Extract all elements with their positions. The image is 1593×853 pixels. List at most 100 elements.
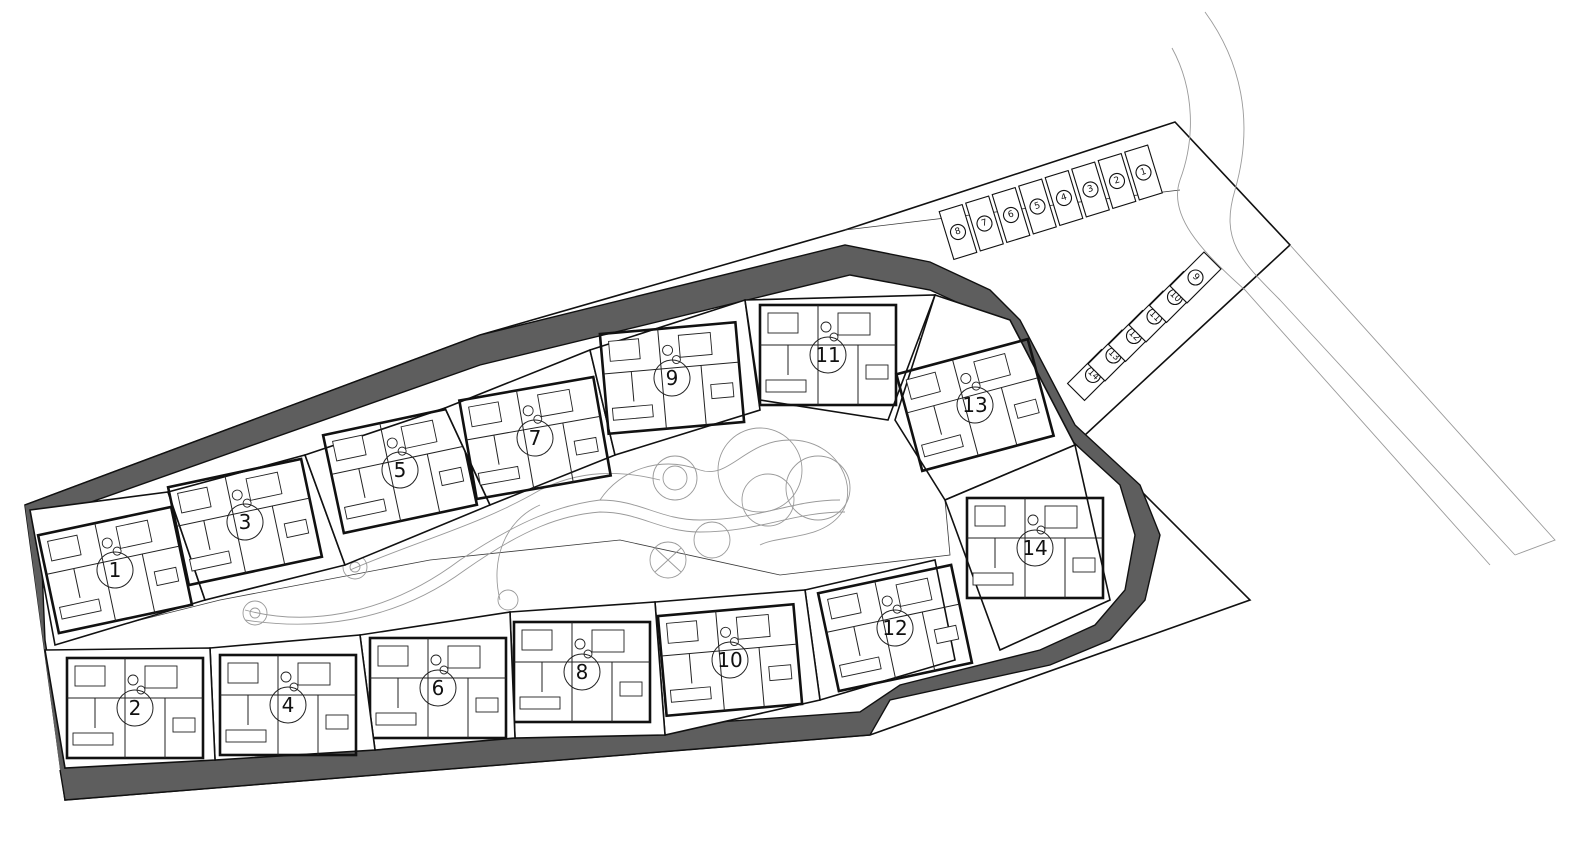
- unit-plot: 4: [209, 634, 376, 761]
- parking-number-circle: [976, 215, 993, 232]
- parking-space: 2: [1097, 152, 1137, 210]
- bed-icon: [827, 592, 862, 620]
- bed-icon: [447, 645, 481, 669]
- bed-icon: [115, 519, 153, 549]
- house-floorplan: [36, 505, 194, 635]
- unit-plot: 6: [359, 611, 516, 751]
- unit-number: 9: [666, 366, 679, 390]
- bed-icon: [1044, 505, 1078, 529]
- bed-icon: [468, 401, 503, 428]
- house-floorplan: [894, 337, 1056, 473]
- toilet-icon: [101, 537, 113, 549]
- bed-icon: [591, 629, 625, 653]
- sofa-icon: [225, 729, 267, 743]
- bed-icon: [47, 534, 82, 562]
- unit-number: 6: [432, 676, 445, 700]
- access-road: [1171, 11, 1556, 566]
- table-icon: [865, 364, 889, 380]
- parking-number-circle: [949, 223, 967, 241]
- unit-plot: 9: [589, 298, 761, 457]
- unit-marker-circle: [226, 503, 264, 541]
- parking-space: 9: [1169, 251, 1222, 304]
- table-icon: [933, 624, 960, 645]
- unit-marker-circle: [116, 689, 154, 727]
- sofa-icon: [972, 572, 1014, 586]
- parking-number-circle: [1108, 172, 1126, 190]
- bed-icon: [666, 620, 699, 644]
- unit-plot: 10: [654, 589, 821, 736]
- parking-number: 3: [1086, 184, 1094, 195]
- parking-space: 8: [938, 203, 978, 261]
- bed-icon: [227, 662, 259, 684]
- bed-icon: [974, 505, 1006, 527]
- sofa-icon: [375, 712, 417, 726]
- parking-number-circle: [1029, 198, 1046, 215]
- unit-number: 10: [717, 648, 742, 672]
- sofa-icon: [59, 598, 102, 620]
- table-icon: [153, 566, 180, 587]
- bed-icon: [377, 645, 409, 667]
- table-icon: [768, 664, 793, 682]
- unit-marker-circle: [876, 609, 914, 647]
- parking-number: 1: [1139, 167, 1147, 178]
- house-floorplan: [457, 375, 613, 501]
- parking-number: 6: [1007, 209, 1016, 220]
- table-icon: [1072, 557, 1096, 573]
- bed-icon: [537, 388, 574, 418]
- house-floorplan: [218, 653, 358, 757]
- sofa-icon: [921, 434, 964, 458]
- table-icon: [438, 466, 465, 487]
- unit-plot: 14: [943, 443, 1111, 652]
- parking-number-circle: [1187, 269, 1204, 286]
- parking-number: 9: [1190, 272, 1201, 283]
- sofa-icon: [765, 379, 807, 393]
- parking-number: 2: [1113, 175, 1121, 186]
- house-floorplan: [166, 457, 324, 587]
- unit-number: 2: [129, 696, 142, 720]
- parking-number-circle: [1002, 206, 1020, 224]
- bed-icon: [905, 371, 941, 400]
- unit-plot: 8: [509, 601, 666, 739]
- unit-plot: 3: [166, 454, 347, 601]
- table-icon: [325, 714, 349, 730]
- sofa-icon: [477, 465, 521, 486]
- house-floorplan: [965, 496, 1105, 600]
- parking-space: 3: [1071, 161, 1110, 218]
- parking-space: 6: [991, 186, 1031, 244]
- sink-icon: [729, 637, 739, 646]
- table-icon: [573, 436, 599, 456]
- bed-icon: [895, 577, 933, 607]
- bed-icon: [767, 312, 799, 334]
- unit-plot: 11: [744, 294, 937, 421]
- unit-marker-circle: [653, 359, 691, 397]
- house-floorplan: [512, 620, 652, 724]
- unit-marker-circle: [96, 551, 134, 589]
- bed-icon: [177, 486, 212, 514]
- unit-marker-circle: [563, 653, 601, 691]
- unit-number: 14: [1022, 536, 1047, 560]
- parking-space: 5: [1018, 178, 1057, 235]
- house-floorplan: [656, 602, 804, 718]
- toilet-icon: [386, 437, 398, 449]
- unit-number: 13: [962, 393, 987, 417]
- parking-number: 5: [1033, 201, 1041, 212]
- house-floorplan: [368, 636, 508, 740]
- unit-number: 5: [394, 458, 407, 482]
- unit-marker-circle: [809, 336, 847, 374]
- bed-icon: [677, 332, 713, 358]
- bed-icon: [144, 665, 178, 689]
- parking-number-circle: [1082, 181, 1099, 198]
- toilet-icon: [231, 489, 243, 501]
- sofa-icon: [519, 696, 561, 710]
- toilet-icon: [720, 626, 732, 638]
- sink-icon: [671, 355, 681, 364]
- bed-icon: [400, 419, 438, 449]
- unit-plot: 13: [894, 293, 1077, 502]
- unit-marker-circle: [419, 669, 457, 707]
- unit-number: 4: [282, 693, 295, 717]
- parking-number: 4: [1060, 192, 1069, 203]
- sofa-icon: [611, 404, 654, 421]
- unit-marker-circle: [269, 686, 307, 724]
- unit-number: 8: [576, 660, 589, 684]
